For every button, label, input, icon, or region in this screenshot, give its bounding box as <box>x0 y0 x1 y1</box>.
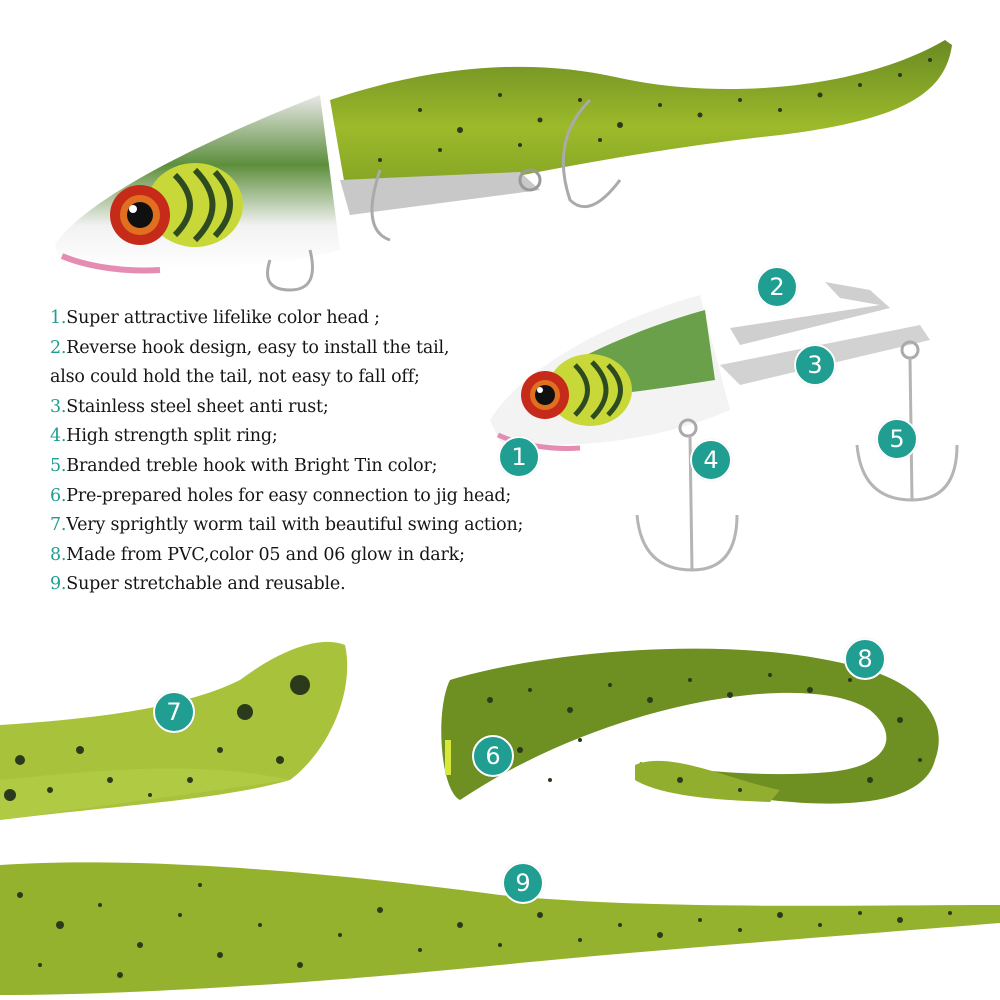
hero-lure-image <box>55 40 952 292</box>
badge-1: 1 <box>498 436 540 478</box>
feature-text: Pre-prepared holes for easy connection t… <box>66 485 512 506</box>
feature-item-5: 5.Branded treble hook with Bright Tin co… <box>50 452 650 482</box>
feature-item-8: 8.Made from PVC,color 05 and 06 glow in … <box>50 541 650 571</box>
stretched-tail-image <box>0 862 1000 995</box>
feature-item-7: 7.Very sprightly worm tail with beautifu… <box>50 511 650 541</box>
jig-head-image <box>490 282 959 572</box>
feature-number: 2. <box>50 337 67 358</box>
feature-item-1: 1.Super attractive lifelike color head ; <box>50 304 650 334</box>
feature-text: Super stretchable and reusable. <box>66 574 346 595</box>
feature-item-2-continued: also could hold the tail, not easy to fa… <box>50 363 650 393</box>
feature-item-4: 4.High strength split ring; <box>50 422 650 452</box>
feature-number: 4. <box>50 426 67 447</box>
badge-8: 8 <box>844 638 886 680</box>
feature-number: 5. <box>50 455 67 476</box>
feature-number: 8. <box>50 544 67 565</box>
feature-number: 7. <box>50 515 67 536</box>
feature-list: 1.Super attractive lifelike color head ;… <box>50 304 650 600</box>
feature-item-6: 6.Pre-prepared holes for easy connection… <box>50 482 650 512</box>
feature-text: Reverse hook design, easy to install the… <box>66 337 450 358</box>
feature-number: 1. <box>50 308 67 328</box>
feature-text: Very sprightly worm tail with beautiful … <box>66 515 524 536</box>
feature-item-9: 9.Super stretchable and reusable. <box>50 570 650 600</box>
feature-text: Branded treble hook with Bright Tin colo… <box>66 455 438 476</box>
curled-tail-image <box>441 648 939 804</box>
badge-9: 9 <box>502 862 544 904</box>
feature-item-2: 2.Reverse hook design, easy to install t… <box>50 334 650 364</box>
feature-number: 9. <box>50 574 67 595</box>
badge-6: 6 <box>472 735 514 777</box>
badge-2: 2 <box>756 266 798 308</box>
feature-number: 3. <box>50 396 67 417</box>
feature-text: Made from PVC,color 05 and 06 glow in da… <box>66 544 465 565</box>
feature-text: High strength split ring; <box>66 426 278 447</box>
feature-text: Super attractive lifelike color head ; <box>66 308 380 328</box>
badge-4: 4 <box>690 439 732 481</box>
feature-text: Stainless steel sheet anti rust; <box>66 396 329 417</box>
feature-item-3: 3.Stainless steel sheet anti rust; <box>50 393 650 423</box>
feature-number: 6. <box>50 485 67 506</box>
badge-7: 7 <box>153 691 195 733</box>
feature-text: also could hold the tail, not easy to fa… <box>50 367 420 388</box>
badge-5: 5 <box>876 418 918 460</box>
badge-3: 3 <box>794 344 836 386</box>
